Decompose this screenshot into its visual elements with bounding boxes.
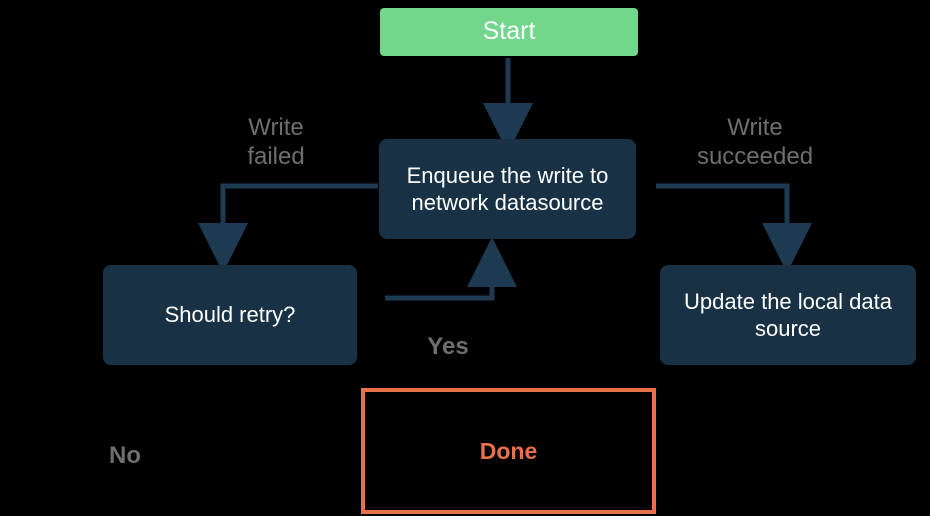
edge-label-no: No [109, 442, 141, 469]
node-should-retry[interactable]: Should retry? [103, 265, 357, 365]
edge-label-write-failed: Write failed [247, 114, 305, 171]
node-enqueue-write[interactable]: Enqueue the write to network datasource [379, 139, 636, 239]
node-done[interactable]: Done [361, 388, 656, 514]
edge-enqueue-to-update [656, 183, 812, 273]
node-start[interactable]: Start [380, 8, 638, 56]
edge-retry-to-enqueue-yes [385, 237, 517, 301]
edge-enqueue-to-retry [198, 183, 378, 273]
node-update-local-data-source[interactable]: Update the local data source [660, 265, 916, 365]
edge-label-yes: Yes [427, 333, 469, 360]
edge-label-write-succeeded: Write succeeded [696, 114, 814, 171]
